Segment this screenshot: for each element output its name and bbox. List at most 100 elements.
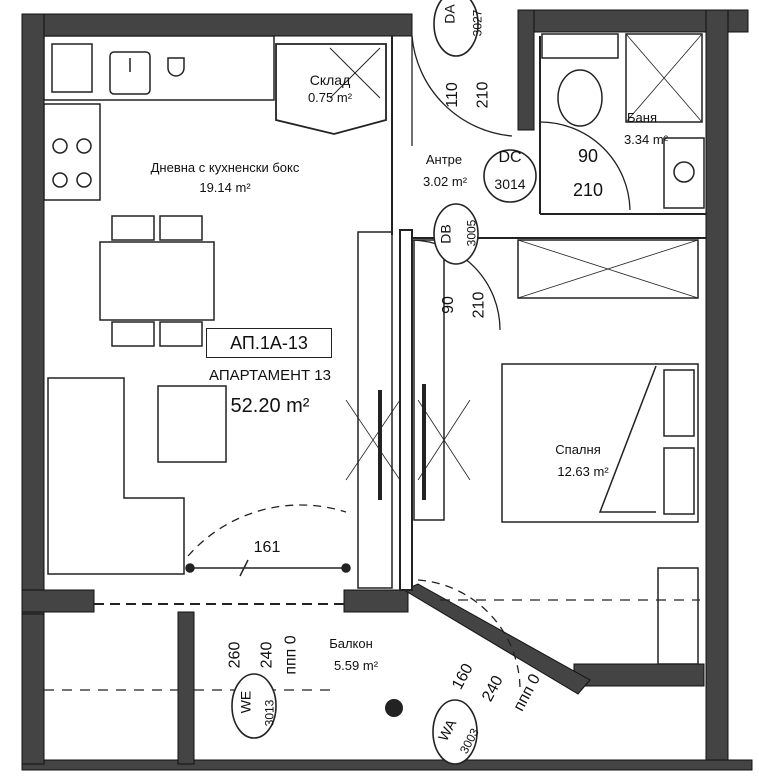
chair xyxy=(159,321,203,347)
door-dc-num: 3014 xyxy=(494,176,526,192)
storage-area: 0.75 m² xyxy=(307,90,353,105)
wall-right-stub xyxy=(573,663,705,687)
window-tag-we xyxy=(231,673,277,739)
wall-bath-left xyxy=(517,9,535,131)
dim-node xyxy=(341,563,351,573)
partition-bed-wall xyxy=(399,229,413,591)
shower-tray xyxy=(625,33,703,123)
bedroom-area: 12.63 m² xyxy=(557,464,609,479)
door-db-swing xyxy=(411,239,501,331)
apartment-area: 52.20 m² xyxy=(230,395,310,417)
kitchen-cabinet xyxy=(51,43,93,93)
wall-balcony-left xyxy=(177,611,195,765)
wall-pier xyxy=(343,589,409,613)
door-tag-da xyxy=(433,0,479,57)
chair xyxy=(111,321,155,347)
bedroom-shelf xyxy=(517,239,699,299)
door-db-width: 90 xyxy=(439,296,457,314)
dimension-line xyxy=(185,559,351,577)
wall-left xyxy=(21,13,45,615)
bath-name: Баня xyxy=(627,110,657,125)
wall-right xyxy=(705,9,729,771)
pillow xyxy=(663,447,695,515)
pillow xyxy=(663,369,695,437)
dim-node xyxy=(185,563,195,573)
balcony-door-swing xyxy=(417,579,521,691)
dining-table xyxy=(99,241,215,321)
window-we-code: WE xyxy=(237,690,254,714)
apartment-code-box xyxy=(206,328,332,358)
window-we-sill: ппп 0 xyxy=(282,635,300,675)
washbasin xyxy=(663,137,705,209)
wall-bottom xyxy=(21,759,753,771)
door-swings xyxy=(187,35,631,691)
door-db-code: DB xyxy=(437,224,454,244)
sofa-set xyxy=(47,377,227,575)
storage-name: Склад xyxy=(309,72,351,88)
door-db-height: 210 xyxy=(470,291,488,319)
hall-name: Антре xyxy=(425,152,463,167)
window-we-num: 3013 xyxy=(262,699,277,727)
door-tag-dc xyxy=(483,149,537,203)
coffee-table xyxy=(157,385,227,463)
wardrobe-cross xyxy=(417,399,471,481)
wall-left-lower xyxy=(21,589,95,613)
bed-cover xyxy=(598,365,657,513)
door-dc-height: 210 xyxy=(572,180,604,200)
dim-tick xyxy=(239,559,249,577)
bath-area: 3.34 m² xyxy=(623,132,669,147)
living-room-name: Дневна с кухненски бокс xyxy=(150,160,300,175)
door-da-width: 110 xyxy=(443,82,461,108)
glass-icon xyxy=(167,57,185,77)
kitchen-counter xyxy=(43,35,275,101)
burner-icon xyxy=(52,172,68,188)
door-da-height: 210 xyxy=(474,81,492,109)
apartment-code: АП.1А-13 xyxy=(230,333,308,353)
bedroom-furniture xyxy=(501,239,699,665)
shower-cross xyxy=(625,33,703,123)
wall-left-box xyxy=(21,613,45,765)
storage-outline xyxy=(275,43,387,135)
window-tag-wa xyxy=(432,699,478,765)
shelf-cross xyxy=(517,239,699,299)
stove xyxy=(43,103,101,201)
dining-set xyxy=(99,215,215,347)
drain-icon xyxy=(385,699,403,717)
window-swing xyxy=(187,504,347,557)
storage-cross xyxy=(329,47,381,99)
door-da-swing xyxy=(411,35,513,137)
burner-icon xyxy=(76,172,92,188)
sofa xyxy=(47,377,185,575)
door-dc-code: DC xyxy=(498,149,522,166)
hall-area: 3.02 m² xyxy=(422,174,468,189)
balcony-name: Балкон xyxy=(329,636,373,651)
toilet-icon xyxy=(557,69,603,127)
balcony-area: 5.59 m² xyxy=(333,658,379,673)
basin-icon xyxy=(673,161,695,183)
chair xyxy=(111,215,155,241)
apartment-name: АПАРТАМЕНТ 13 xyxy=(209,367,331,384)
dimension-value: 161 xyxy=(253,539,281,556)
window-we-height: 240 xyxy=(258,641,276,669)
door-db-num: 3005 xyxy=(464,219,479,247)
wardrobe-cross xyxy=(345,399,401,481)
kitchen xyxy=(43,35,275,201)
living-wardrobe xyxy=(357,231,393,589)
window-we-width: 260 xyxy=(226,641,244,669)
door-dc-swing xyxy=(539,121,631,211)
door-tag-db xyxy=(433,203,479,265)
bed xyxy=(501,363,699,523)
walls xyxy=(21,9,753,771)
burner-icon xyxy=(52,138,68,154)
door-da-code: DA xyxy=(441,4,458,24)
burner-icon xyxy=(76,138,92,154)
sink-icon xyxy=(109,51,151,95)
door-dc-width: 90 xyxy=(577,146,599,166)
desk xyxy=(657,567,699,665)
chair xyxy=(159,215,203,241)
storage xyxy=(275,43,387,135)
bedroom-name: Спалня xyxy=(555,442,601,457)
bedroom-wardrobe xyxy=(413,239,445,521)
wall-top-left xyxy=(21,13,413,37)
